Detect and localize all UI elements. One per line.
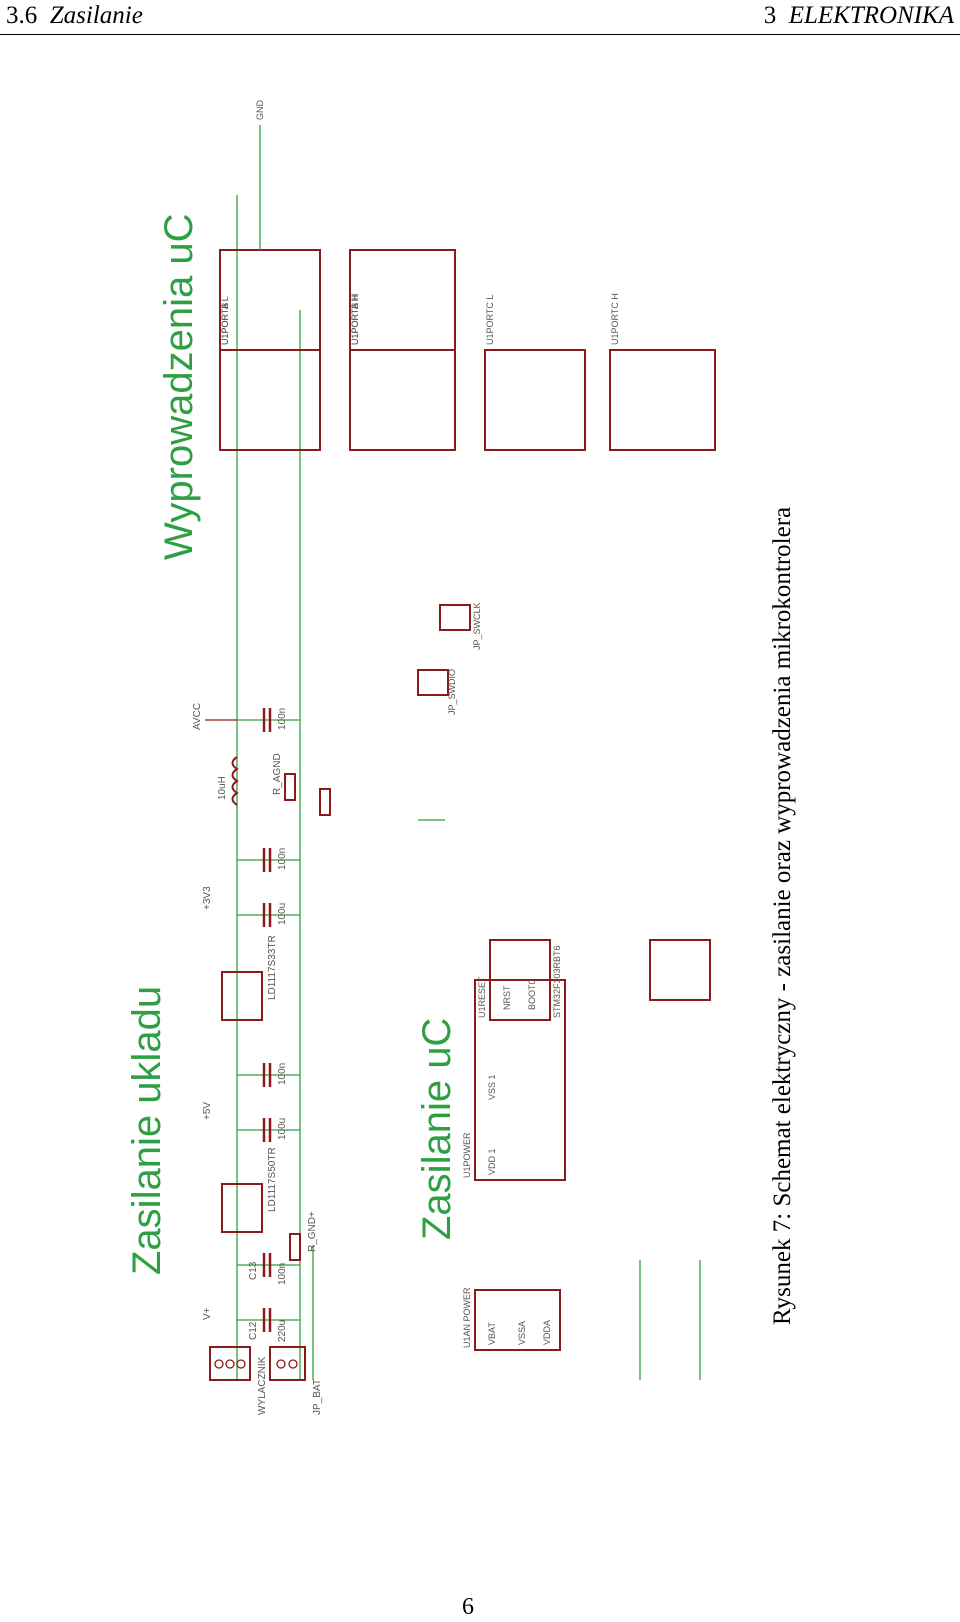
ic4-body: [221, 971, 263, 1021]
porta-h-block: [349, 349, 456, 451]
porta-l-block: [219, 349, 321, 451]
jp-swclk: [439, 604, 471, 631]
power-supply-section: [205, 195, 331, 1381]
title-wyprowadzenia-uc: Wyprowadzenia uC: [157, 214, 201, 560]
label-portb-l-title: U1PORTB: [220, 303, 230, 345]
label-wylacznik: WYLACZNIK: [257, 1356, 268, 1415]
pinout-labels: U1PORTA L U1PORTA H U1PORTC L U1PORTC H …: [220, 100, 620, 346]
wylacznik-pin-2: [225, 1359, 235, 1369]
pinout-section: [219, 125, 716, 451]
label-c16-value: 100u: [277, 903, 288, 925]
label-c14-value: 100u: [277, 1118, 288, 1140]
label-net-vplus: V+: [202, 1307, 213, 1320]
schematic-rotated: Zasilanie ukladu Zasilanie uC Wyprowadze…: [125, 100, 716, 1415]
chapter-number: 3: [763, 2, 777, 29]
u1reset-block: [489, 939, 551, 1021]
uc-power-labels: U1AN POWER VBAT VSSA VDDA U1POWER VDD 1 …: [447, 602, 562, 1348]
uc-power-section: [417, 604, 711, 1380]
label-boot0: BOOT0: [527, 979, 537, 1010]
label-stm32: STM32F103RBT6: [552, 945, 562, 1018]
power-supply-labels: WYLACZNIK JP_BAT C12 220u C13 100n R_GND…: [192, 703, 323, 1415]
portb-l-block: [219, 249, 321, 351]
label-u1power-title: U1POWER: [462, 1132, 472, 1178]
jp-bat-pin-1: [276, 1359, 286, 1369]
u1an-power-block: [474, 1289, 561, 1351]
label-c26-value: 100n: [277, 708, 288, 730]
portc-h-block: [609, 349, 716, 451]
u1power-block: [474, 979, 566, 1181]
label-jp-swdio: JP_SWDIO: [447, 669, 457, 715]
label-u1reset-title: U1RESET: [477, 976, 487, 1018]
label-jp-bat: JP_BAT: [312, 1379, 323, 1415]
label-ic2-value: LD1117S50TR: [267, 1147, 278, 1212]
l1-inductor: [231, 756, 239, 806]
label-c12: C12: [248, 1321, 259, 1340]
label-vbat: VBAT: [487, 1322, 497, 1345]
title-zasilanie-ukladu: Zasilanie ukladu: [125, 986, 169, 1275]
label-l1-value: 10uH: [217, 776, 228, 800]
wylacznik-connector: [209, 1346, 251, 1381]
label-portb-h-title: U1PORTB H: [350, 294, 360, 345]
label-r-agnd: R_AGND: [272, 753, 283, 795]
wylacznik-pin-1: [214, 1359, 224, 1369]
section-title: Zasilanie: [49, 2, 143, 29]
label-jp-swclk: JP_SWCLK: [472, 602, 482, 650]
chapter-title: ELEKTRONIKA: [788, 2, 954, 29]
portb-h-block: [349, 249, 456, 351]
label-net-5v: +5V: [202, 1102, 213, 1120]
label-c13: C13: [248, 1261, 259, 1280]
label-net-3v3: +3V3: [202, 886, 213, 910]
label-vssa: VSSA: [517, 1321, 527, 1345]
label-c17-value: 100n: [277, 848, 288, 870]
label-net-avcc: AVCC: [192, 703, 203, 730]
chapter-heading: 3 ELEKTRONIKA: [764, 2, 954, 30]
label-vss1: VSS 1: [487, 1074, 497, 1100]
r-agnd: [284, 773, 296, 801]
label-gnd: GND: [255, 100, 265, 121]
jp-swdio: [417, 669, 449, 696]
label-vdd1: VDD 1: [487, 1148, 497, 1175]
page-number: 6: [462, 1594, 474, 1620]
label-portc-h-title: U1PORTC H: [610, 293, 620, 345]
label-portc-l-title: U1PORTC L: [485, 295, 495, 345]
r-gndplus: [289, 1233, 301, 1261]
u1osc-block: [649, 939, 711, 1001]
label-nrst: NRST: [502, 985, 512, 1010]
jp-bat-pin-2: [288, 1359, 298, 1369]
label-ic4-value: LD1117S33TR: [267, 935, 278, 1000]
label-c12-value: 220u: [277, 1320, 288, 1342]
r-agnd1: [319, 788, 331, 816]
label-r-gndplus: R_GND+: [307, 1211, 318, 1252]
label-u1an-title: U1AN POWER: [462, 1287, 472, 1348]
section-heading: 3.6 Zasilanie: [6, 2, 143, 30]
jp-bat-connector: [269, 1346, 306, 1381]
label-porta-h-title: U1PORTA H: [350, 295, 360, 345]
running-head: 3.6 Zasilanie 3 ELEKTRONIKA: [0, 0, 960, 35]
label-vdda: VDDA: [542, 1320, 552, 1345]
label-porta-l-title: U1PORTA L: [220, 296, 230, 345]
section-number: 3.6: [6, 2, 38, 29]
label-c15-value: 100n: [277, 1063, 288, 1085]
title-zasilanie-uc: Zasilanie uC: [415, 1018, 459, 1240]
label-c13-value: 100n: [277, 1263, 288, 1285]
ic2-body: [221, 1183, 263, 1233]
portc-l-block: [484, 349, 586, 451]
wylacznik-pin-3: [236, 1359, 246, 1369]
